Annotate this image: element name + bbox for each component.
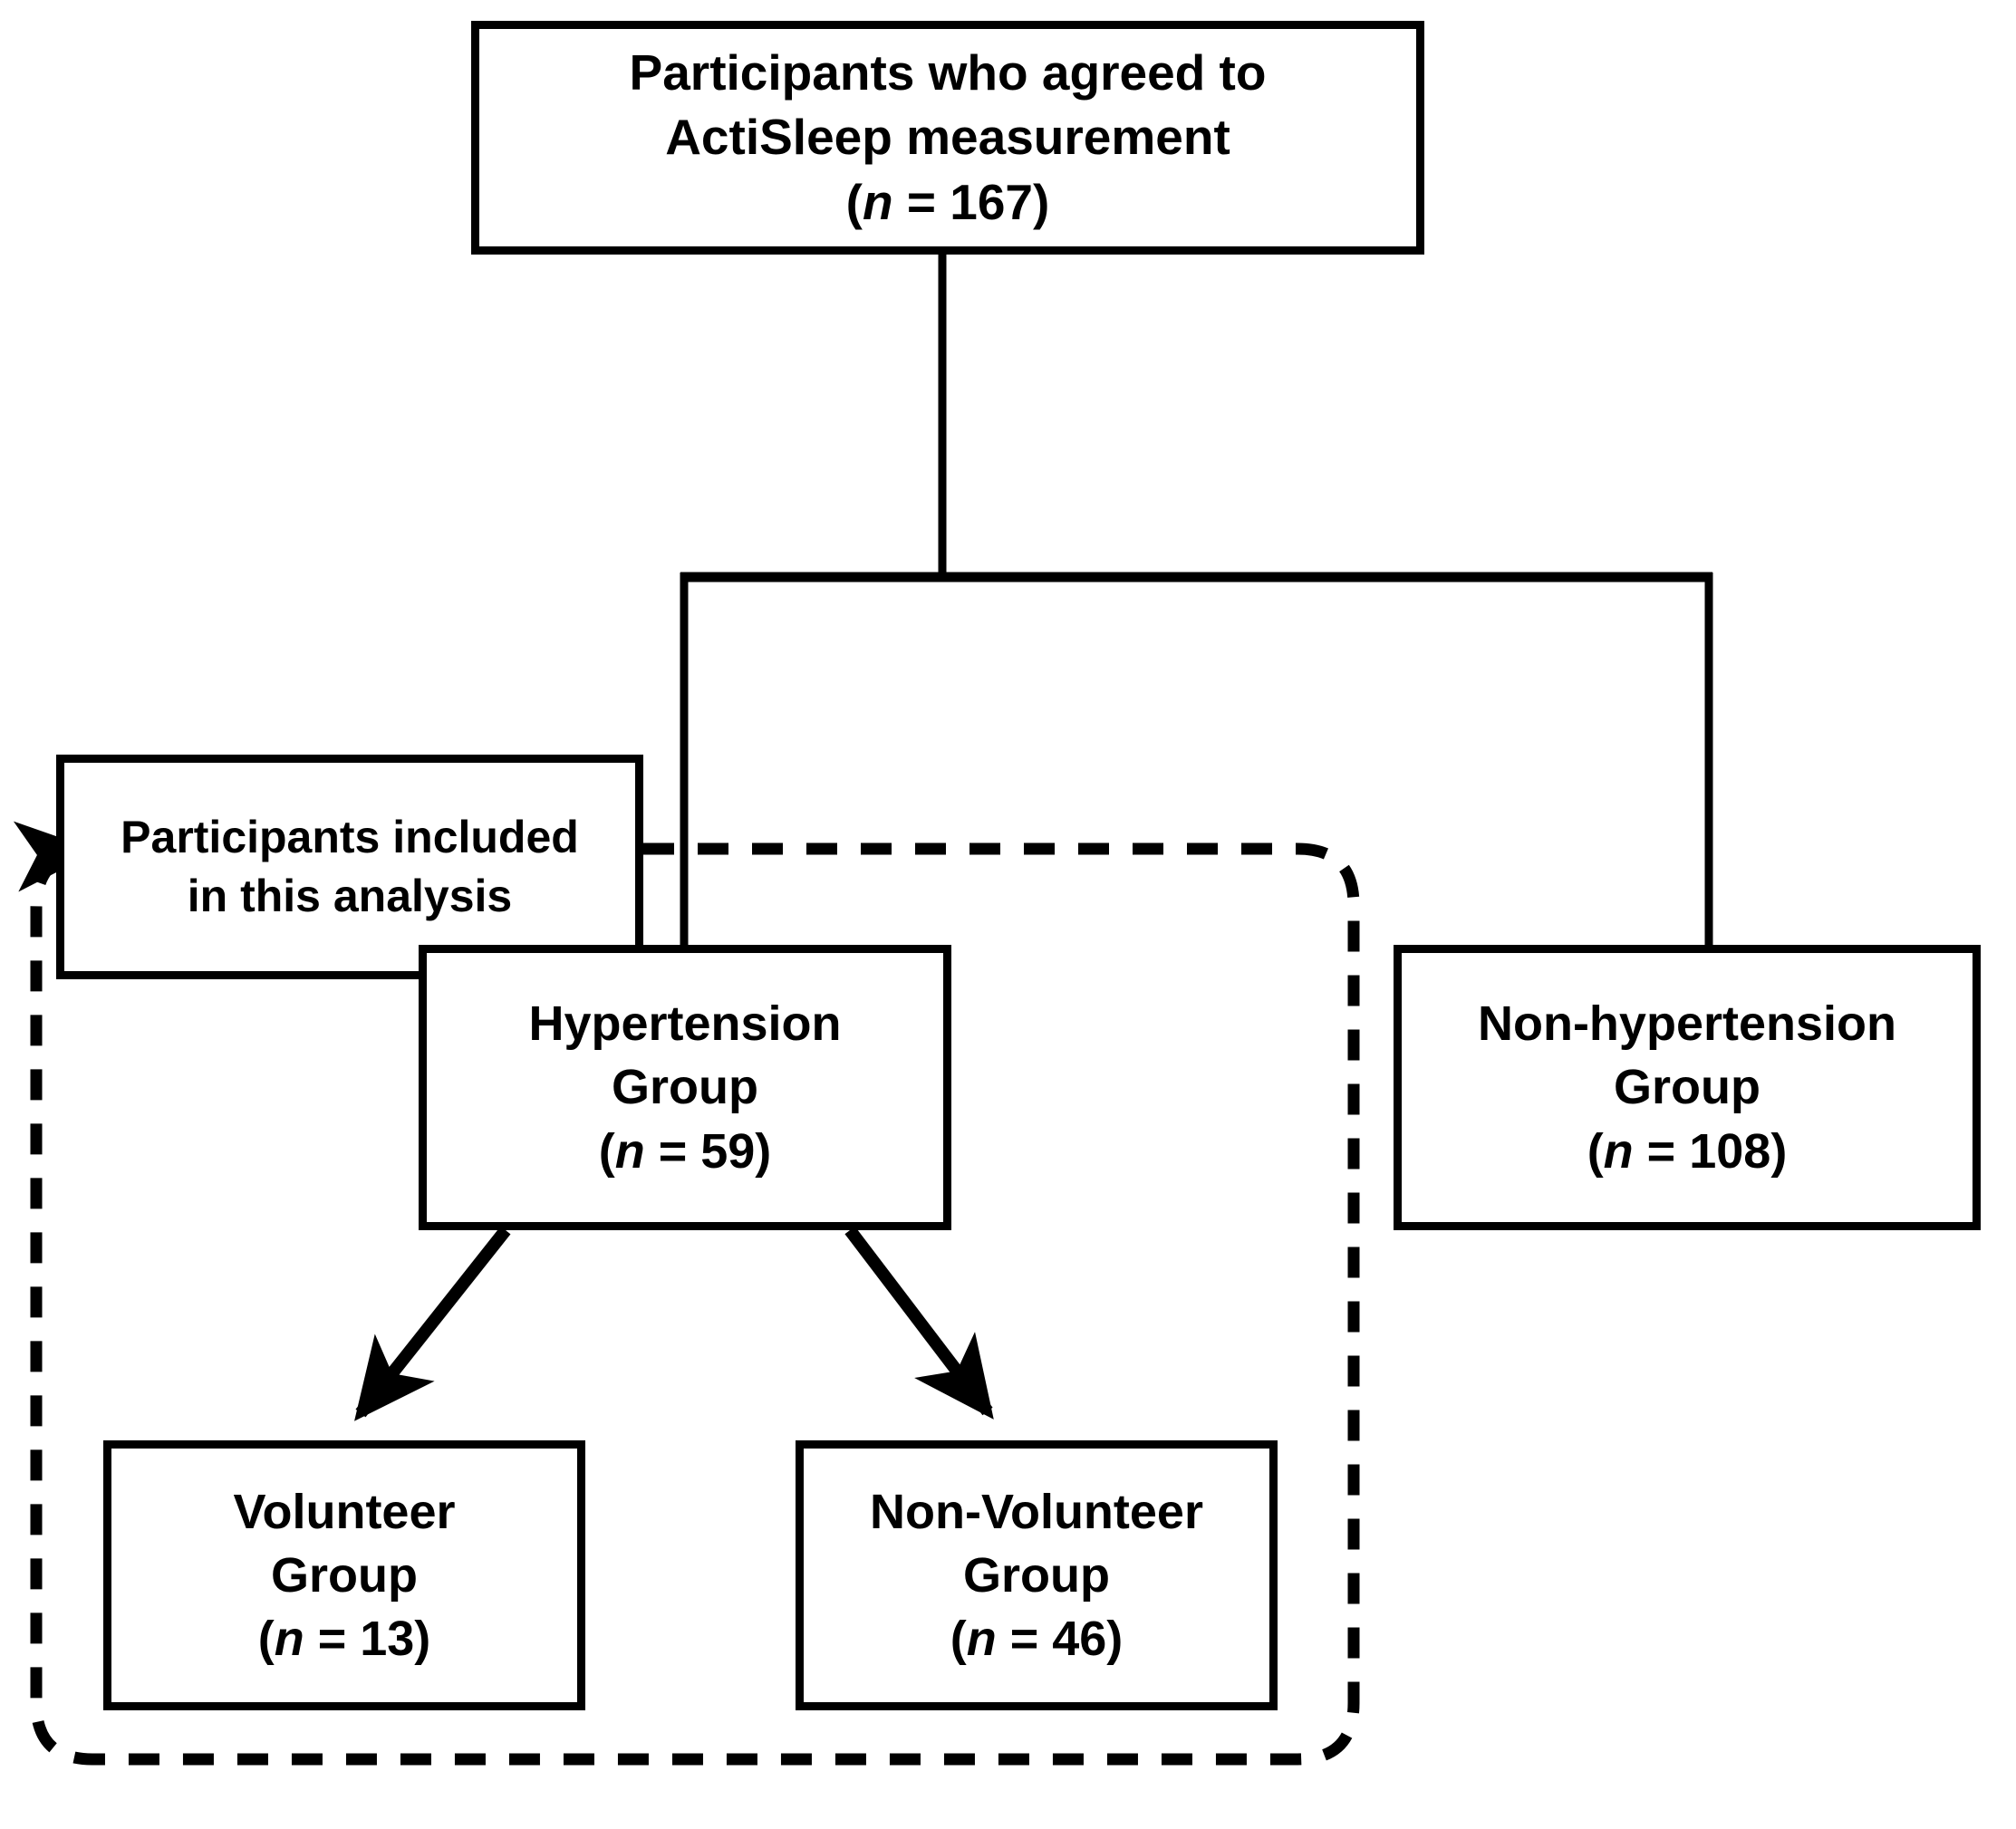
paren-open: ( (950, 1612, 967, 1667)
node-count: (n = 13) (258, 1607, 431, 1670)
paren-open: ( (845, 173, 863, 230)
paren-close: ) (1033, 173, 1050, 230)
node-line: Group (963, 1547, 1110, 1603)
paren-close: ) (414, 1612, 431, 1667)
node-line: Participants who agreed to (629, 43, 1267, 101)
node-line: Group (271, 1547, 418, 1603)
node-count: (n = 167) (846, 170, 1050, 236)
connector-hypertension-to-volunteer (354, 1226, 511, 1421)
node-participants-agreed: Participants who agreed to ActiSleep mea… (471, 21, 1424, 255)
paren-close: ) (755, 1123, 772, 1179)
paren-open: ( (1587, 1123, 1604, 1179)
n-symbol: n (966, 1612, 997, 1667)
node-line: Non-Volunteer (870, 1484, 1203, 1539)
node-participants-included: Participants included in this analysis (56, 755, 643, 979)
n-value: = 13 (304, 1612, 415, 1667)
connector-hypertension-to-nonvolunteer (844, 1226, 994, 1420)
n-symbol: n (862, 173, 893, 230)
node-line: Group (1614, 1060, 1760, 1115)
node-line: Non-hypertension (1477, 996, 1896, 1052)
paren-close: ) (1770, 1123, 1788, 1179)
paren-open: ( (257, 1612, 275, 1667)
node-count: (n = 46) (950, 1607, 1124, 1670)
n-symbol: n (274, 1612, 304, 1667)
n-value: = 167 (892, 173, 1034, 230)
node-volunteer-group: Volunteer Group (n = 13) (103, 1440, 585, 1710)
paren-close: ) (1106, 1612, 1124, 1667)
node-non-volunteer-group: Non-Volunteer Group (n = 46) (796, 1440, 1278, 1710)
node-hypertension-group: Hypertension Group (n = 59) (419, 945, 951, 1230)
n-value: = 59 (644, 1123, 756, 1179)
n-value: = 108 (1633, 1123, 1771, 1179)
node-count: (n = 59) (599, 1120, 772, 1183)
node-count: (n = 108) (1587, 1120, 1788, 1183)
node-line: ActiSleep measurement (665, 109, 1230, 166)
paren-open: ( (598, 1123, 615, 1179)
node-line: Group (612, 1060, 758, 1115)
n-symbol: n (614, 1123, 645, 1179)
node-line: Hypertension (528, 996, 842, 1052)
node-line: in this analysis (187, 871, 513, 921)
node-line: Participants included (121, 812, 579, 862)
n-value: = 46 (996, 1612, 1107, 1667)
analysis-region-outline (13, 821, 1360, 1766)
node-line: Volunteer (233, 1484, 456, 1539)
n-symbol: n (1603, 1123, 1634, 1179)
node-non-hypertension-group: Non-hypertension Group (n = 108) (1394, 945, 1981, 1230)
